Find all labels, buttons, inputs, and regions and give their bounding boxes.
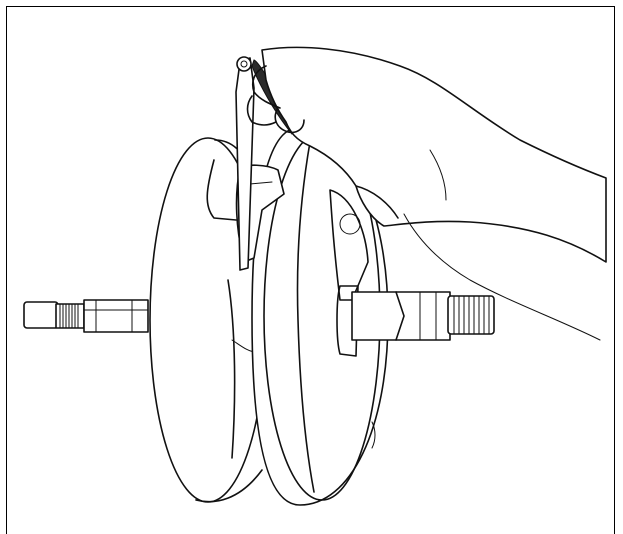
left-shaft bbox=[23, 299, 149, 333]
hand bbox=[246, 46, 607, 341]
figure-frame bbox=[6, 6, 615, 534]
right-shaft bbox=[351, 291, 495, 341]
